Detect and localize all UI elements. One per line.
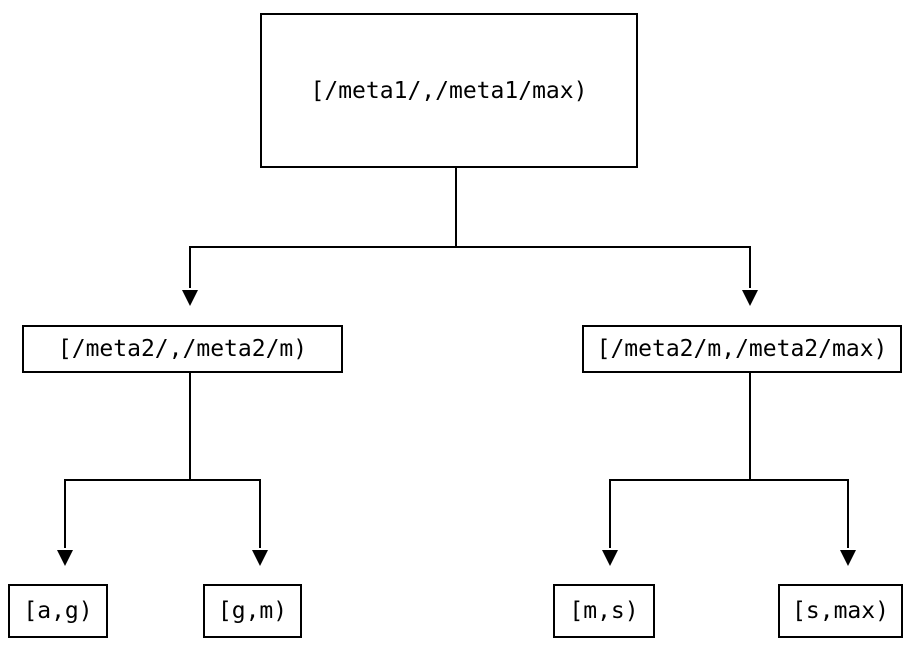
tree-node-label: [/meta2/,/meta2/m) [57,336,308,362]
arrowhead-icon [252,550,268,566]
tree-node-label: [/meta1/,/meta1/max) [310,77,588,104]
arrowhead-icon [182,290,198,306]
tree-node-root: [/meta1/,/meta1/max) [260,13,638,168]
arrowhead-icon [840,550,856,566]
arrowhead-icon [57,550,73,566]
tree-node-label: [/meta2/m,/meta2/max) [596,336,888,362]
tree-node-leaf-gm: [g,m) [203,584,302,638]
tree-node-leaf-ms: [m,s) [553,584,655,638]
arrowhead-icon [602,550,618,566]
tree-node-left-child: [/meta2/,/meta2/m) [22,325,343,373]
tree-node-leaf-ag: [a,g) [8,584,108,638]
tree-node-right-child: [/meta2/m,/meta2/max) [582,325,902,373]
tree-node-label: [s,max) [792,598,889,624]
tree-node-label: [a,g) [23,598,93,624]
tree-node-leaf-smax: [s,max) [778,584,903,638]
tree-node-label: [m,s) [569,598,639,624]
arrowhead-icon [742,290,758,306]
tree-node-label: [g,m) [217,598,288,624]
